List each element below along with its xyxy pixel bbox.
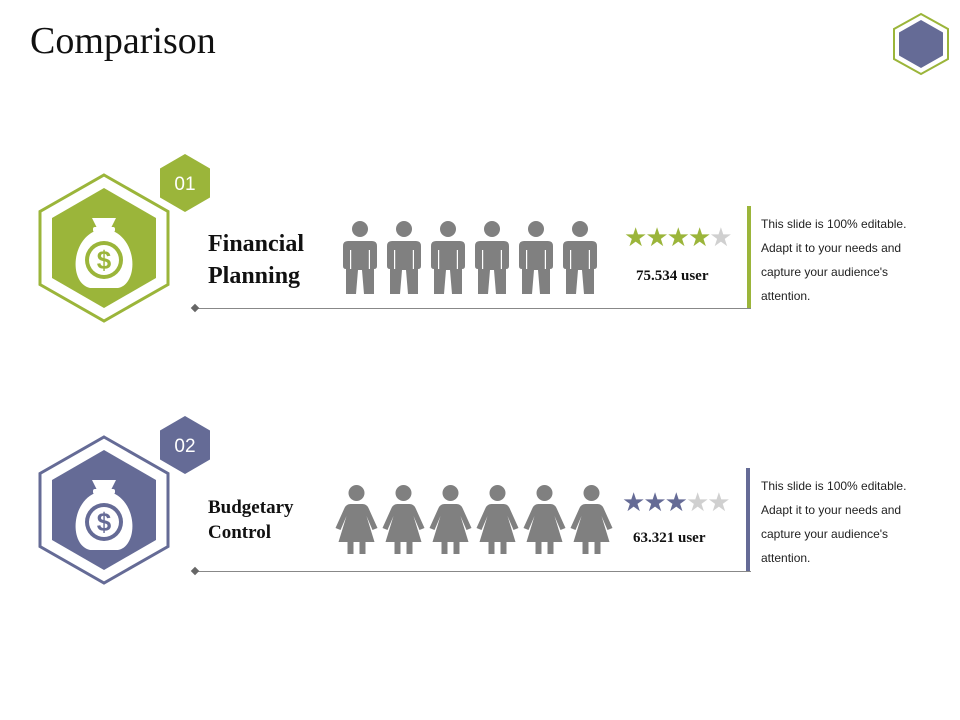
item-heading: Financial Planning [208, 231, 305, 289]
page-title: Comparison [30, 20, 216, 62]
star-filled-icon: ★ [664, 487, 688, 517]
comparison-item-1: $ 01 Financial Planning ★★★★★ 75.534 use… [0, 150, 960, 350]
star-rating: ★★★★★ [622, 487, 731, 517]
star-rating: ★★★★★ [624, 222, 733, 252]
hexagon-icon [893, 12, 949, 76]
star-filled-icon: ★ [643, 487, 666, 517]
woman-icon [474, 484, 521, 561]
item-number: 02 [174, 436, 195, 457]
item-heading: Budgetary Control [208, 497, 294, 543]
star-empty-icon: ★ [707, 487, 730, 517]
man-icon [382, 220, 426, 301]
svg-text:$: $ [97, 245, 112, 275]
diamond-marker [190, 303, 200, 313]
item-description: This slide is 100% editable. Adapt it to… [761, 479, 907, 565]
star-filled-icon: ★ [624, 222, 647, 252]
user-count: 75.534 user [636, 268, 709, 284]
star-filled-icon: ★ [666, 222, 690, 252]
money-bag-icon: $ [38, 435, 170, 585]
man-icon [426, 220, 470, 301]
item-number: 01 [174, 174, 195, 195]
item-description: This slide is 100% editable. Adapt it to… [761, 217, 907, 303]
man-icon [470, 220, 514, 301]
star-filled-icon: ★ [622, 487, 645, 517]
item-number-badge: 01 [160, 154, 210, 212]
woman-icon [380, 484, 427, 561]
woman-icon [521, 484, 568, 561]
comparison-item-2: $ 02 Budgetary Control ★★★★★ 63.321 user… [0, 412, 960, 612]
divider-line [196, 308, 751, 309]
user-count: 63.321 user [633, 530, 706, 546]
star-empty-icon: ★ [709, 222, 732, 252]
item-number-badge: 02 [160, 416, 210, 474]
woman-icon [427, 484, 474, 561]
woman-icon [333, 484, 380, 561]
accent-bar [746, 468, 750, 571]
star-empty-icon: ★ [685, 487, 709, 517]
diamond-marker [190, 566, 200, 576]
people-group [333, 484, 615, 561]
star-filled-icon: ★ [687, 222, 711, 252]
man-icon [338, 220, 382, 301]
man-icon [514, 220, 558, 301]
star-filled-icon: ★ [645, 222, 668, 252]
accent-bar [747, 206, 751, 308]
money-bag-icon: $ [38, 173, 170, 323]
man-icon [558, 220, 602, 301]
woman-icon [568, 484, 615, 561]
divider-line [196, 571, 751, 572]
svg-text:$: $ [97, 507, 112, 537]
people-group [338, 220, 602, 301]
